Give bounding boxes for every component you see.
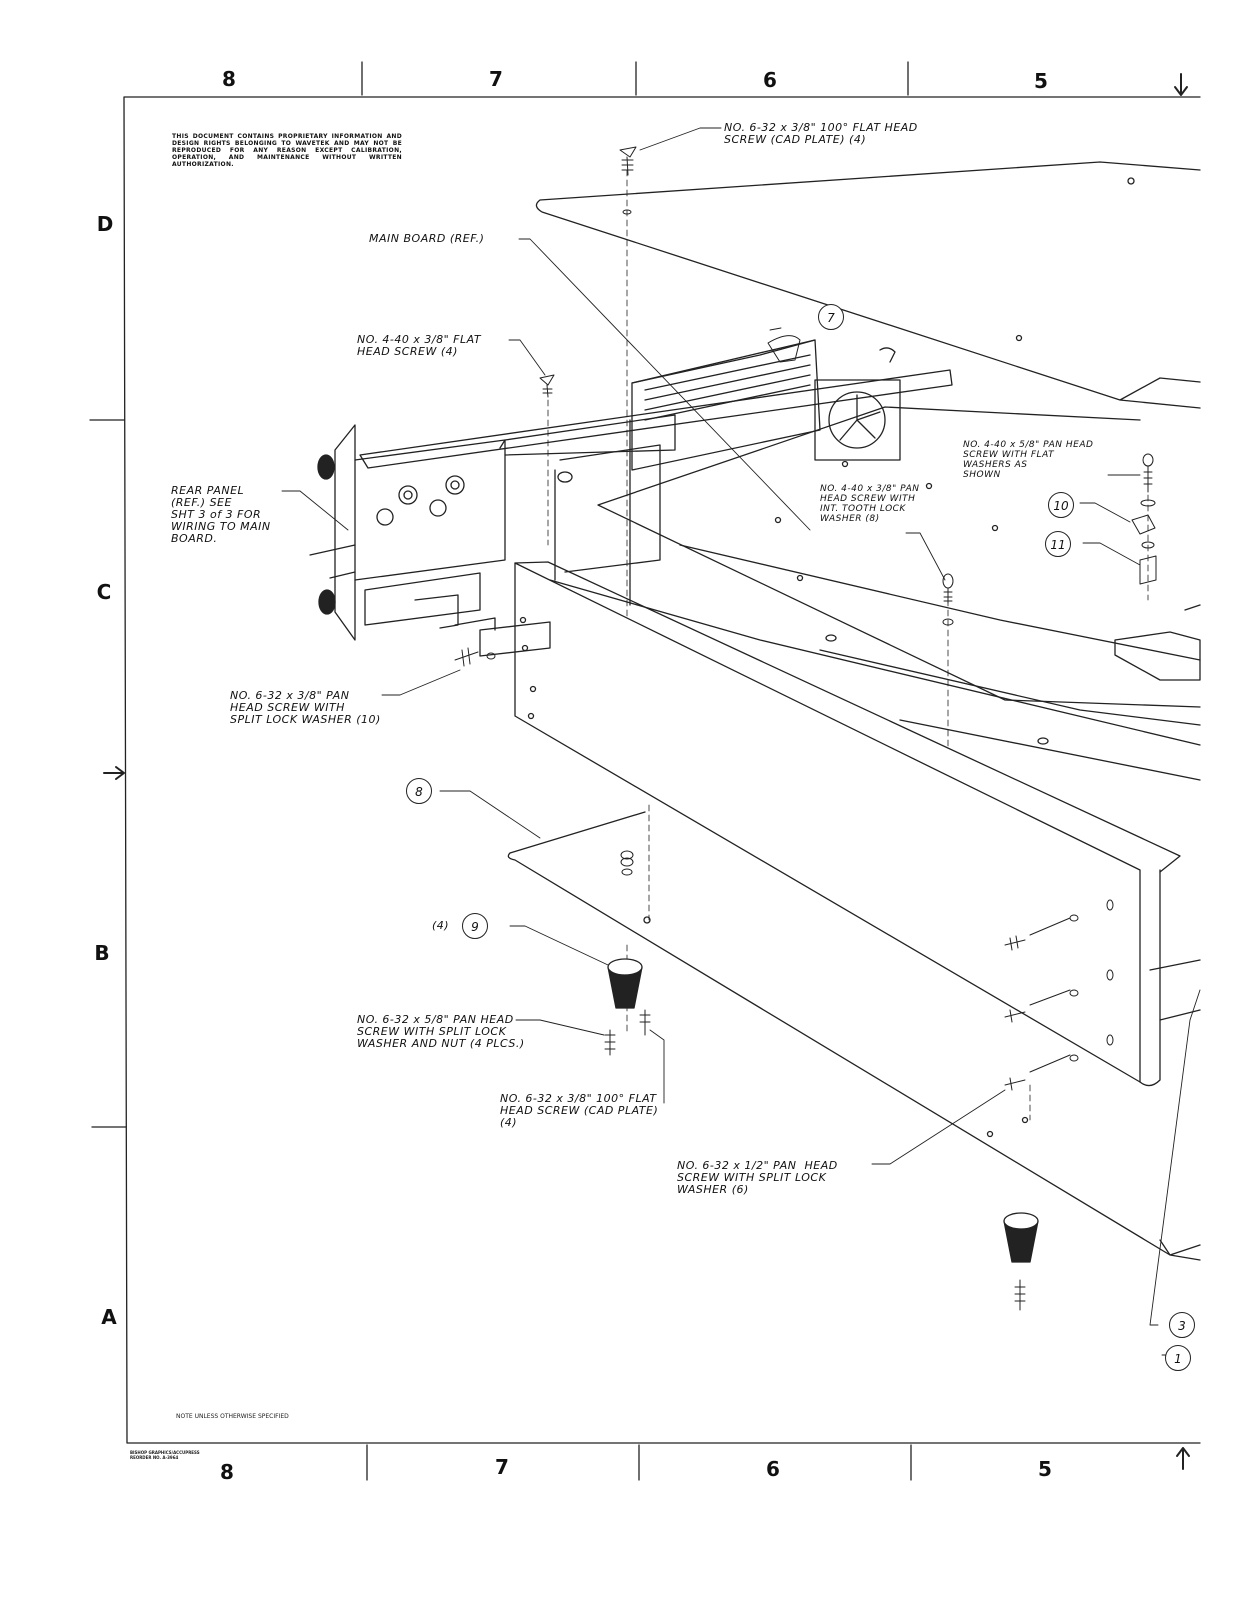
callout-pan-head-int-tooth: NO. 4-40 x 3/8" PAN HEAD SCREW WITH INT.…	[820, 484, 920, 524]
cad-plate-bottom	[507, 811, 1201, 1261]
zone-label-bottom-7: 7	[495, 1455, 509, 1479]
callout-flat-head-4-40: NO. 4-40 x 3/8" FLAT HEAD SCREW (4)	[357, 333, 482, 358]
callout-pan-head-flat-washers: NO. 4-40 x 5/8" PAN HEAD SCREW WITH FLAT…	[963, 440, 1094, 480]
general-note: NOTE UNLESS OTHERWISE SPECIFIED	[176, 1413, 289, 1420]
zone-label-top-7: 7	[489, 67, 503, 91]
zone-label-d: D	[96, 212, 114, 236]
callout-pan-head-nut: NO. 6-32 x 5/8" PAN HEAD SCREW WITH SPLI…	[357, 1013, 525, 1050]
zone-label-c: C	[96, 580, 112, 604]
screw-icon	[454, 146, 1157, 1311]
zone-label-top-6: 6	[763, 68, 777, 92]
fan	[814, 379, 901, 461]
top-arrow-icon	[1174, 73, 1188, 96]
item-balloon-7: 7	[818, 304, 844, 330]
rear-panel	[334, 424, 356, 641]
heatsink	[631, 339, 821, 471]
chassis-floor	[549, 544, 1201, 781]
zone-label-bottom-6: 6	[766, 1457, 780, 1481]
item-balloon-11: 11	[1045, 531, 1071, 557]
item-balloon-1: 1	[1165, 1345, 1191, 1371]
callout-flat-head-cad-bottom: NO. 6-32 x 3/8" 100° FLAT HEAD SCREW (CA…	[500, 1092, 659, 1129]
zone-label-b: B	[94, 941, 110, 965]
knob	[317, 454, 335, 480]
bottom-arrow-icon	[1176, 1447, 1190, 1470]
frame-border	[123, 96, 1201, 1444]
zone-label-top-5: 5	[1034, 69, 1048, 93]
zone-label-bottom-5: 5	[1038, 1457, 1052, 1481]
callout-main-board: MAIN BOARD (REF.)	[369, 232, 485, 245]
callout-pan-head-half-inch: NO. 6-32 x 1/2" PAN HEAD SCREW WITH SPLI…	[677, 1159, 838, 1196]
chassis-rail	[359, 369, 953, 469]
callout-rear-panel: REAR PANEL (REF.) SEE SHT 3 of 3 FOR WIR…	[171, 484, 271, 545]
item-balloon-8: 8	[406, 778, 432, 804]
item-balloon-3: 3	[1169, 1312, 1195, 1338]
callout-flat-head-cad-top: NO. 6-32 x 3/8" 100° FLAT HEAD SCREW (CA…	[724, 121, 918, 146]
zone-label-bottom-8: 8	[220, 1460, 234, 1484]
main-board	[597, 406, 1201, 708]
zone-label-a: A	[101, 1305, 117, 1329]
callout-pan-head-split-lock: NO. 6-32 x 3/8" PAN HEAD SCREW WITH SPLI…	[230, 689, 381, 726]
item-balloon-10: 10	[1048, 492, 1074, 518]
proprietary-notice: THIS DOCUMENT CONTAINS PROPRIETARY INFOR…	[172, 133, 402, 168]
item-9-quantity: (4)	[432, 919, 450, 932]
printer-credit: BISHOP GRAPHICS/ACCUPRESS REORDER NO. A-…	[130, 1450, 200, 1460]
item-balloon-9: 9	[462, 913, 488, 939]
left-arrow-icon	[103, 766, 125, 780]
cad-plate-top	[535, 161, 1201, 409]
zone-label-top-8: 8	[222, 67, 236, 91]
